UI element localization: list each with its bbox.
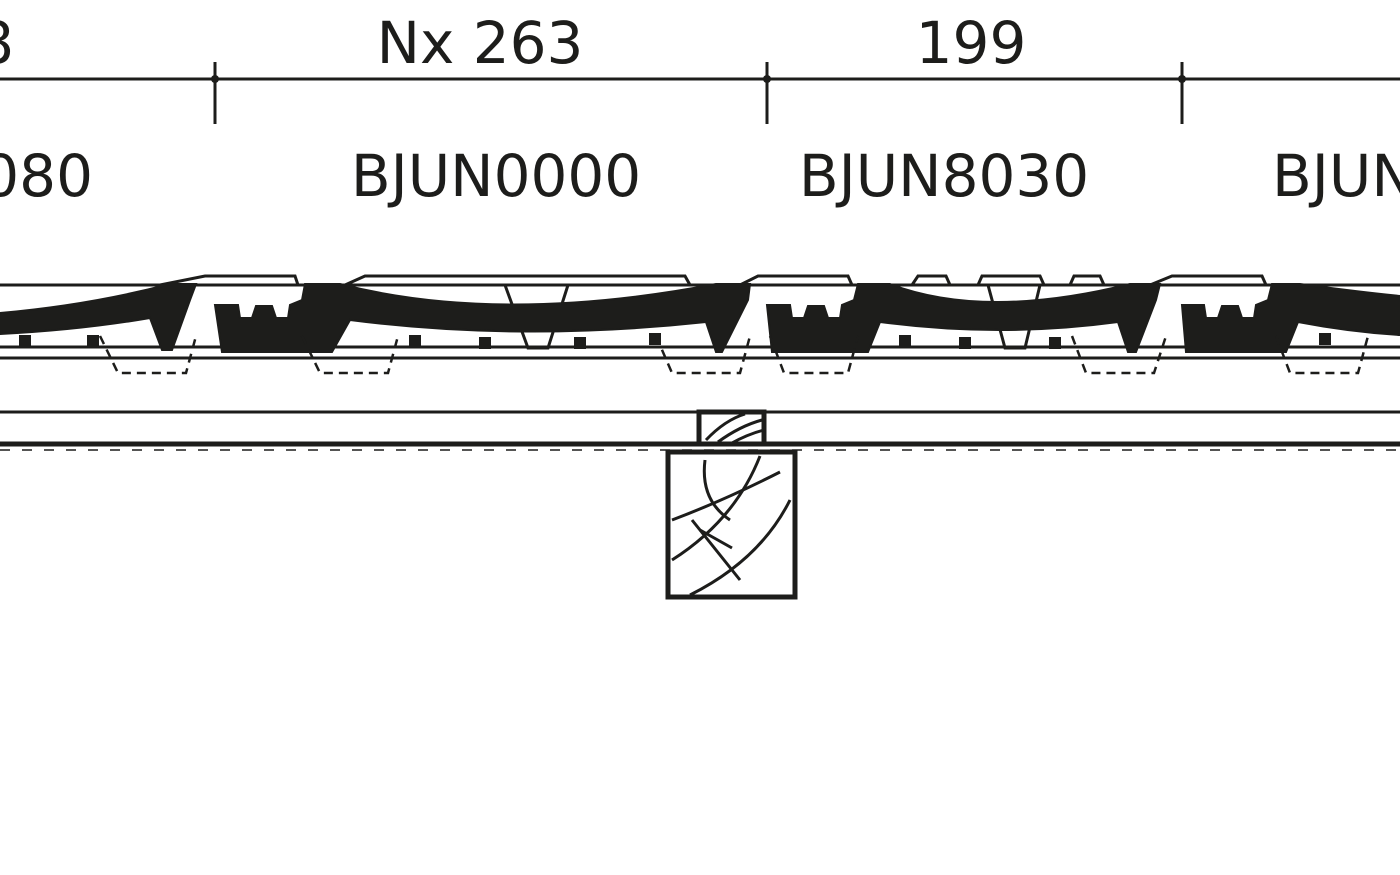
dimension-line: [0, 62, 1400, 124]
dimension-label-right: 199: [916, 9, 1027, 77]
tile-code-right: BJUN8030: [799, 142, 1089, 210]
dimension-label-left: 8: [0, 9, 14, 77]
tile-cross-section: [0, 274, 1400, 375]
dimension-label-middle: Nx 263: [377, 9, 584, 77]
tile-code-right-partial: BJUN: [1272, 142, 1400, 210]
tile-code-middle: BJUN0000: [351, 142, 641, 210]
rafter: [665, 449, 798, 600]
tile-code-left: 080: [0, 142, 93, 210]
batten: [696, 409, 767, 447]
